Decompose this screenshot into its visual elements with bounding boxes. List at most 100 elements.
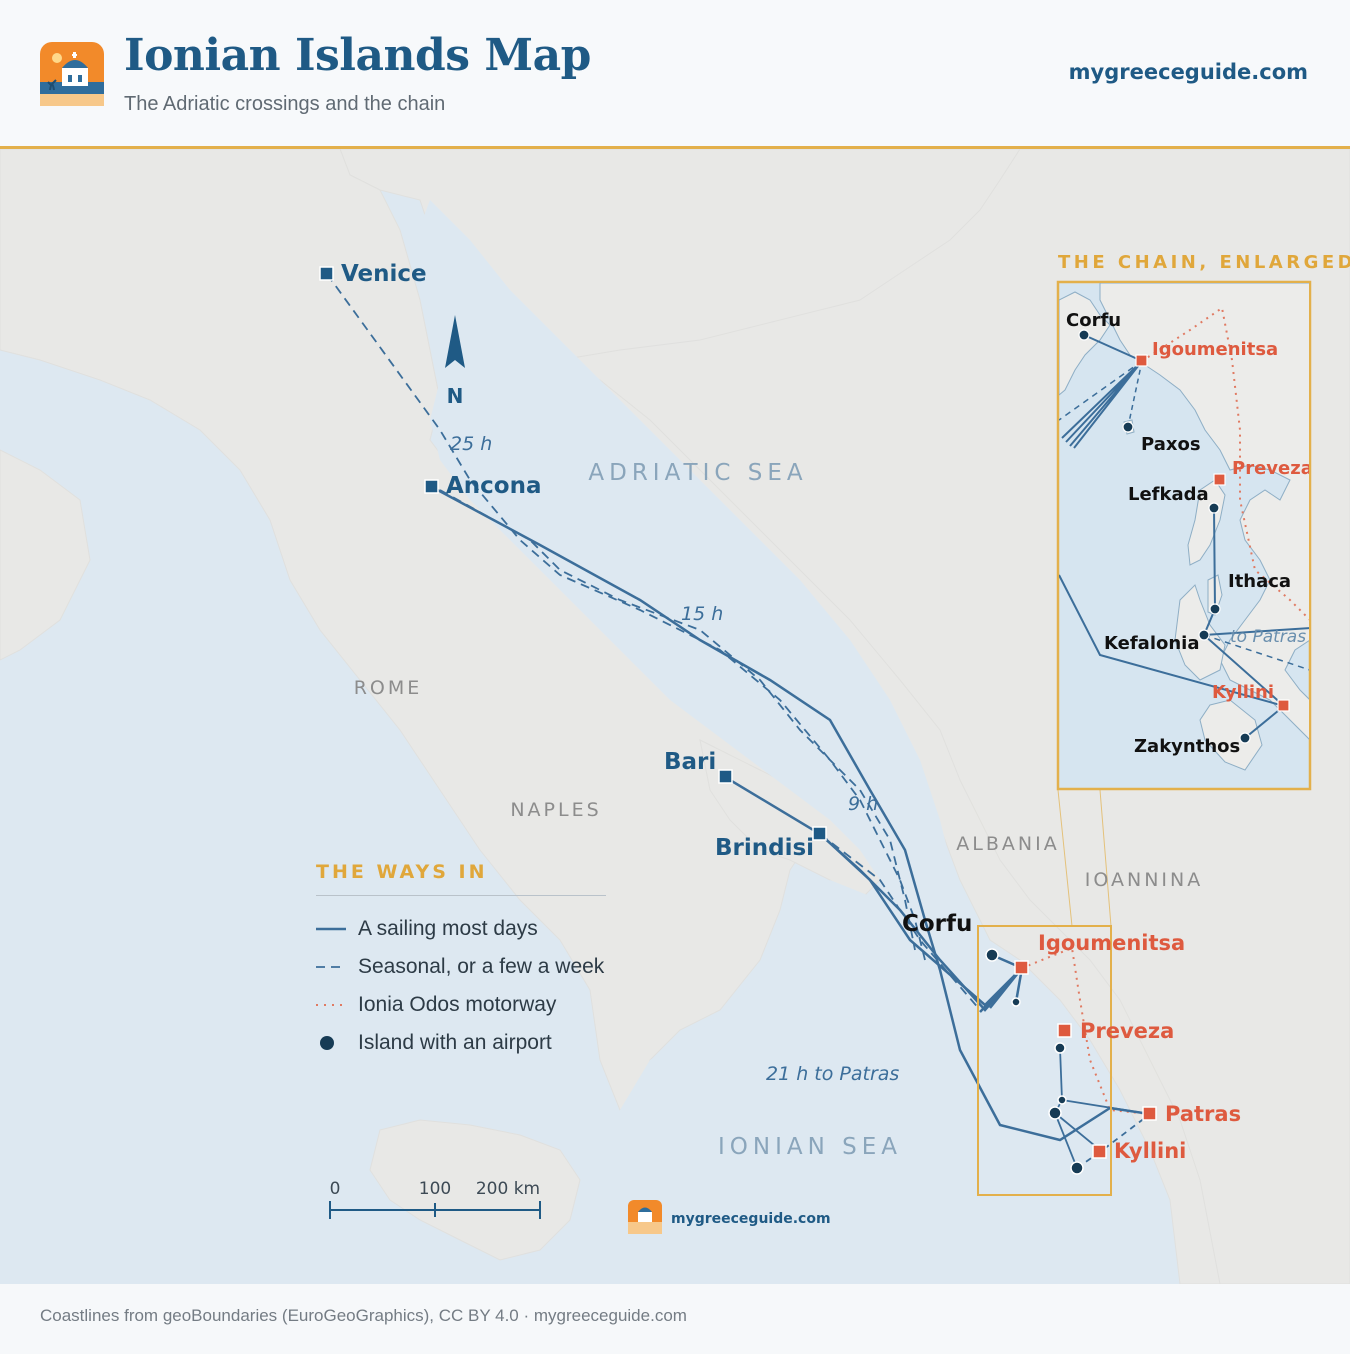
inset-preveza-marker xyxy=(1213,473,1226,486)
legend-item-dashed: Seasonal, or a few a week xyxy=(316,948,616,986)
route-brindisi-dashed xyxy=(819,833,981,1011)
inset-label-paxos: Paxos xyxy=(1141,434,1201,455)
legend-title: THE WAYS IN xyxy=(316,861,488,883)
island-zakynthos-dot xyxy=(1070,1161,1084,1175)
dotted-line-icon xyxy=(316,995,358,1015)
page-title: Ionian Islands Map xyxy=(124,30,591,81)
route-ancona xyxy=(431,485,1151,1142)
land-sicily xyxy=(369,1119,581,1261)
label-patras: Patras xyxy=(1165,1102,1241,1126)
label-corfu: Corfu xyxy=(902,911,972,937)
north-label: N xyxy=(447,384,464,408)
inset-corfu-dot xyxy=(1078,329,1090,341)
airport-dot-icon xyxy=(316,1033,358,1053)
legend-label: Ionia Odos motorway xyxy=(358,993,557,1016)
region-albania: ALBANIA xyxy=(956,833,1059,855)
header-divider xyxy=(0,146,1350,149)
inset-label-lefkada: Lefkada xyxy=(1128,484,1209,505)
inset-lefkada-island xyxy=(1187,479,1226,566)
inset-motorway xyxy=(1141,306,1309,621)
inset-corfu-island xyxy=(1059,291,1111,396)
header: Ionian Islands Map The Adriatic crossing… xyxy=(0,0,1350,146)
routes-layer xyxy=(326,273,1151,1169)
inset-lefkada-dot xyxy=(1208,502,1220,514)
watermark-logo-icon xyxy=(628,1200,662,1234)
region-ioannina: IOANNINA xyxy=(1085,869,1203,891)
inset-label-zakynthos: Zakynthos xyxy=(1134,736,1240,757)
island-corfu-dot xyxy=(985,948,999,962)
legend-label: A sailing most days xyxy=(358,917,538,940)
inset-label-to-patras: to Patras xyxy=(1230,627,1306,647)
port-ancona-marker xyxy=(424,479,439,494)
map-canvas[interactable]: N ADRIATIC SEA IONIAN SEA ROME NAPLES AL… xyxy=(0,149,1350,1284)
inset-extent-box xyxy=(977,925,1112,1196)
legend-item-solid: A sailing most days xyxy=(316,910,616,948)
label-ancona: Ancona xyxy=(446,473,542,499)
solid-line-icon xyxy=(316,919,358,939)
inset-connector xyxy=(1057,789,1112,927)
label-bari: Bari xyxy=(664,749,716,775)
route-chain xyxy=(1054,1047,1151,1169)
duration-south: 9 h xyxy=(848,793,878,815)
inset-mainland xyxy=(1099,283,1309,740)
inset-ithaca-dot xyxy=(1209,603,1221,615)
legend-divider xyxy=(316,895,606,896)
inset-label-corfu: Corfu xyxy=(1066,310,1121,331)
route-kyllini-dashed xyxy=(1076,1113,1151,1169)
scale-bar xyxy=(329,1201,541,1219)
island-ithaca-dot xyxy=(1057,1095,1067,1105)
watermark-text: mygreeceguide.com xyxy=(671,1211,831,1227)
map-svg: N ADRIATIC SEA IONIAN SEA ROME NAPLES AL… xyxy=(0,149,1350,1284)
port-igoumenitsa-marker xyxy=(1014,960,1029,975)
inset-zakynthos-island xyxy=(1199,699,1263,771)
inset-label-igoumenitsa: Igoumenitsa xyxy=(1152,339,1278,360)
site-link[interactable]: mygreeceguide.com xyxy=(1068,60,1308,84)
label-kyllini: Kyllini xyxy=(1114,1139,1186,1163)
inset-zakynthos-dot xyxy=(1239,732,1251,744)
legend: THE WAYS IN A sailing most days Seasonal… xyxy=(316,861,616,1062)
adriatic-sea-label: ADRIATIC SEA xyxy=(588,460,807,486)
island-kefalonia-dot xyxy=(1048,1106,1062,1120)
port-venice-marker xyxy=(319,266,334,281)
north-arrow-icon xyxy=(445,315,465,368)
region-rome: ROME xyxy=(354,677,423,699)
legend-item-dot: Island with an airport xyxy=(316,1024,616,1062)
inset-label-kyllini: Kyllini xyxy=(1212,682,1274,703)
label-venice: Venice xyxy=(341,261,427,287)
port-bari-marker xyxy=(718,769,733,784)
greece-ports xyxy=(1014,960,1157,1159)
footer-credit: Coastlines from geoBoundaries (EuroGeoGr… xyxy=(40,1306,687,1325)
route-venice xyxy=(326,273,926,961)
inset-label-kefalonia: Kefalonia xyxy=(1104,633,1199,654)
inset-label-preveza: Preveza xyxy=(1232,458,1313,479)
duration-ancona: 15 h xyxy=(681,603,723,625)
inset-paxos-dot xyxy=(1122,421,1134,433)
legend-label: Seasonal, or a few a week xyxy=(358,955,605,978)
label-brindisi: Brindisi xyxy=(715,835,814,861)
port-preveza-marker xyxy=(1057,1023,1072,1038)
port-patras-marker xyxy=(1142,1106,1157,1121)
logo-icon xyxy=(40,42,104,106)
region-naples: NAPLES xyxy=(510,799,601,821)
label-igoumenitsa: Igoumenitsa xyxy=(1038,931,1185,955)
land-italy xyxy=(0,149,901,1111)
island-dots xyxy=(985,948,1084,1175)
port-kyllini-marker xyxy=(1092,1144,1107,1159)
inset-kefalonia-dot xyxy=(1198,629,1210,641)
scale-mid: 100 xyxy=(419,1179,451,1199)
island-paxos-dot xyxy=(1011,997,1021,1007)
adriatic-sea xyxy=(415,200,990,980)
route-ancona-dashed xyxy=(439,489,916,951)
inset-kyllini-marker xyxy=(1277,699,1290,712)
dashed-line-icon xyxy=(316,957,358,977)
scale-zero: 0 xyxy=(330,1179,341,1199)
page-subtitle: The Adriatic crossings and the chain xyxy=(124,93,446,115)
label-preveza: Preveza xyxy=(1080,1019,1174,1043)
inset-title: THE CHAIN, ENLARGED xyxy=(1058,252,1350,273)
footer: Coastlines from geoBoundaries (EuroGeoGr… xyxy=(0,1284,1350,1354)
legend-item-dotted: Ionia Odos motorway xyxy=(316,986,616,1024)
scale-end: 200 km xyxy=(476,1179,540,1199)
ionian-sea-label: IONIAN SEA xyxy=(718,1134,902,1160)
land-west xyxy=(0,449,91,661)
italy-ports xyxy=(319,266,827,841)
